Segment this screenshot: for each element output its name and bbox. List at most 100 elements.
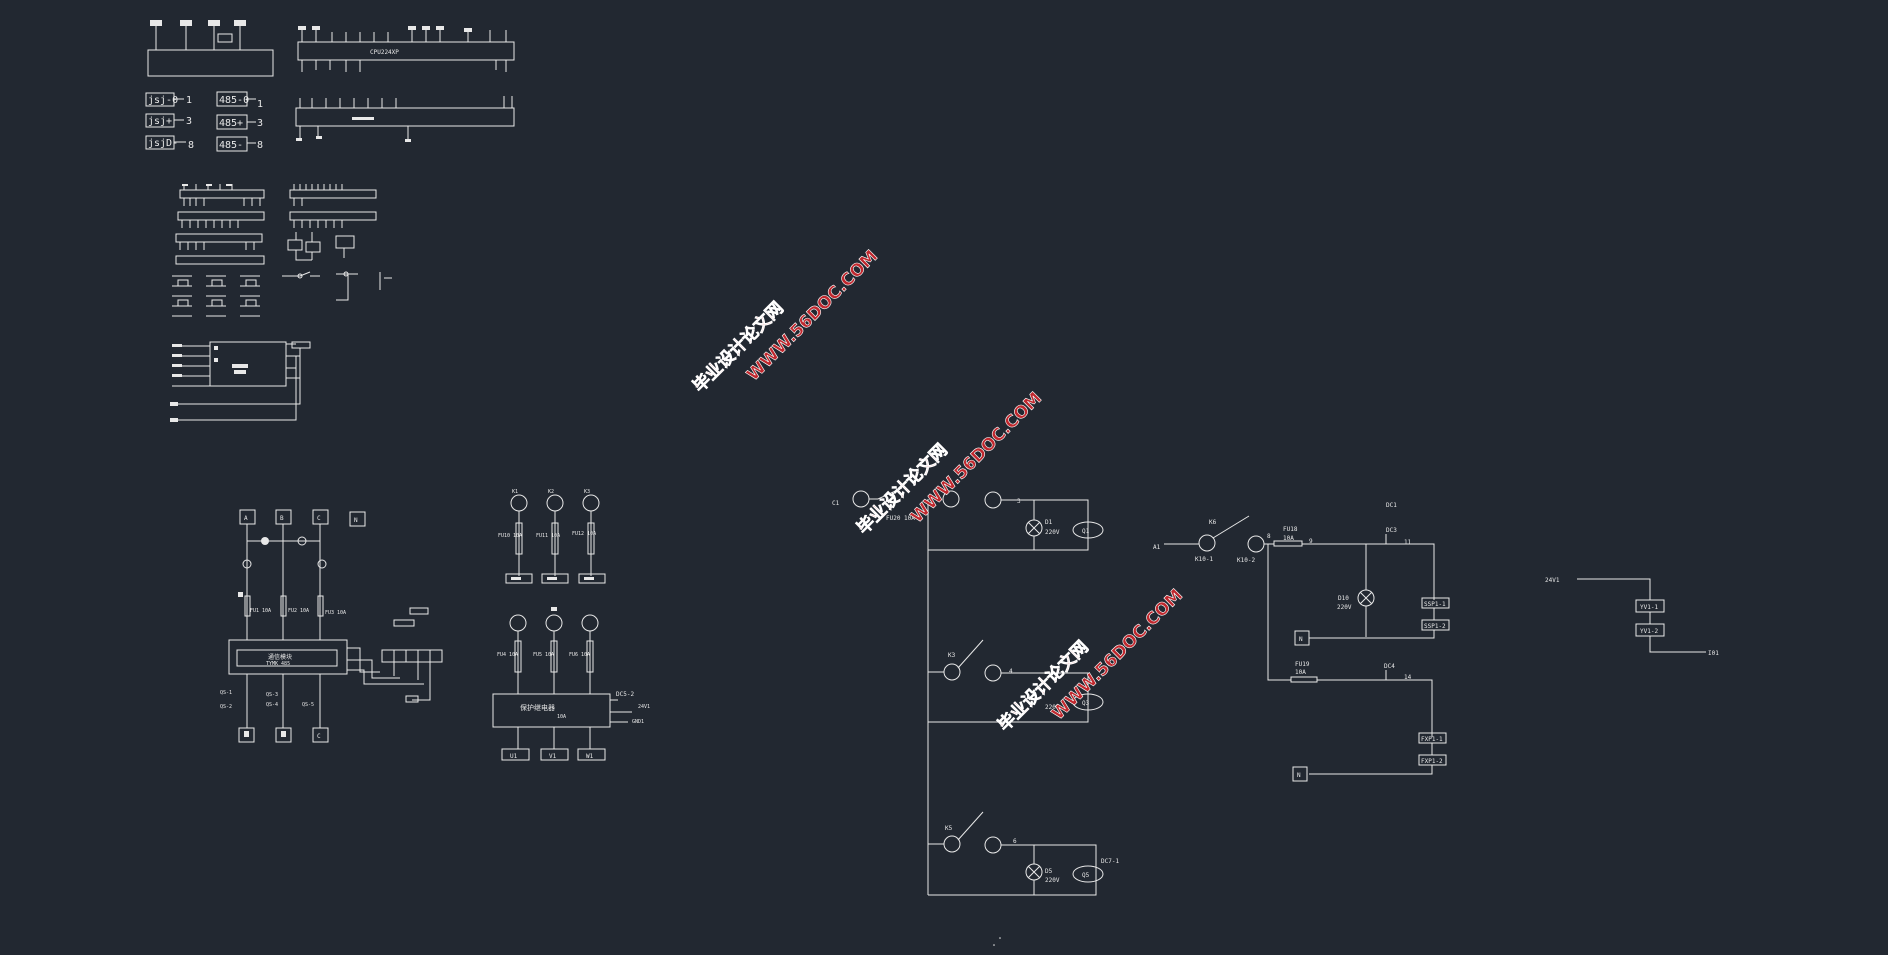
motor-module-24v: 24V1 (638, 704, 650, 710)
right-d10: D10 (1338, 595, 1349, 602)
right-n-box: N (1299, 636, 1303, 643)
fuse-fu2-label: FU2 10A (288, 608, 309, 614)
power-rail: C1 FU20 10A 3 D1 220V Q1 K3 4 Q3 220V K5… (832, 487, 1119, 946)
terminal-485-0-label: 485-0 (219, 95, 249, 106)
right-d10-v: 220V (1337, 604, 1352, 611)
rail-row2-coil: Q3 (1082, 700, 1090, 707)
terminal-block-top-left (147, 20, 274, 77)
right-k10-1: K10-1 (1195, 556, 1213, 563)
right-fxp1: FXP1-1 (1421, 736, 1443, 743)
right-fu19: FU19 (1295, 661, 1310, 668)
terminal-jsjd-num: 8 (188, 140, 194, 151)
terminal-485-0-num: 1 (257, 99, 263, 110)
motor-module: 保护继电器 10A DC5-2 24V1 GND1 U1 V1 W1 (492, 691, 650, 761)
busbar-rows-left (175, 184, 265, 265)
terminal-485-minus-label: 485- (219, 140, 243, 151)
rail-c1-label: C1 (832, 500, 840, 507)
right-n8: 8 (1267, 533, 1271, 540)
watermark-2: 毕业设计论文网 WWW.56DOC.COM (852, 388, 1046, 539)
motor-module-note: DC5-2 (616, 691, 634, 698)
terminal-jsj-0-label: jsj-0 (148, 95, 178, 106)
terminal-jsj-plus-num: 3 (186, 116, 192, 127)
terminals-485: 485-0 1 485+ 3 485- 8 (216, 91, 263, 152)
terminal-485-minus-num: 8 (257, 140, 263, 151)
breaker-qs4: QS-4 (266, 702, 278, 708)
motor-module-label: 保护继电器 (520, 703, 555, 712)
phase-b-label: B (280, 515, 284, 522)
fuse-fu1-label: FU1 10A (250, 608, 271, 614)
busbar-rows-right (287, 184, 377, 261)
right-dc4: DC4 (1384, 663, 1395, 670)
comm-module: 通信模块 TYMK 485 QS-1 QS-2 QS-3 QS-4 QS-5 C (220, 639, 424, 743)
terminal-jsj-0-num: 1 (186, 95, 192, 106)
rail-row1-volt: 220V (1045, 529, 1060, 536)
terminal-485-plus-label: 485+ (219, 118, 243, 129)
right-k10-2: K10-2 (1237, 557, 1255, 564)
three-phase-input: A B C N FU1 10A FU2 10A FU3 10A (238, 509, 366, 640)
rail-row2-switch: K3 (948, 652, 956, 659)
right-n9: 9 (1309, 538, 1313, 545)
fuse-fu3-label: FU3 10A (325, 610, 346, 616)
mid-top-k3: K3 (584, 489, 590, 495)
fuse-fu11: FU11 10A (536, 533, 560, 539)
rail-row3-coil: Q5 (1082, 872, 1090, 879)
motor-output-v1: V1 (549, 753, 557, 760)
right-dc1: DC1 (1386, 502, 1397, 509)
fuse-fu12: FU12 10A (572, 531, 596, 537)
plc-model: CPU224XP (370, 49, 399, 56)
terminal-485-plus-num: 3 (257, 118, 263, 129)
terminal-jsjd-label: jsjD- (148, 138, 178, 149)
rail-row3-node: 6 (1013, 838, 1017, 845)
right-n-box2: N (1297, 772, 1301, 779)
mid-top-k2: K2 (548, 489, 554, 495)
breaker-qs2: QS-2 (220, 704, 232, 710)
fuse-fu6: FU6 10A (569, 652, 590, 658)
right-ssp2: SSP1-2 (1424, 623, 1446, 630)
far-right-t2: YV1-2 (1640, 628, 1658, 635)
fuse-fu4: FU4 10A (497, 652, 518, 658)
right-a1: A1 (1153, 544, 1161, 551)
rail-row1-node: 3 (1017, 498, 1021, 505)
comm-module-label: 通信模块 (268, 653, 292, 661)
terminal-jsj-plus-label: jsj+ (148, 116, 172, 127)
comm-module-sub: TYMK 485 (266, 661, 290, 667)
phase-n-label: N (354, 517, 358, 524)
right-fxp2: FXP1-2 (1421, 758, 1443, 765)
far-right-out: I01 (1708, 650, 1719, 657)
rail-row1-lamp: D1 (1045, 519, 1053, 526)
motor-module-gnd: GND1 (632, 719, 644, 725)
right-control-circuit: A1 K6 K10-1 K10-2 8 FU18 10A 9 DC1 DC3 1… (1153, 502, 1450, 782)
plc-block: CPU224XP (297, 26, 515, 72)
breaker-qs3: QS-3 (266, 692, 278, 698)
relay-cluster (172, 271, 392, 317)
fuse-fu5: FU5 10A (533, 652, 554, 658)
rail-row1-coil: Q1 (1082, 528, 1090, 535)
fuse-group-bottom: FU4 10A FU5 10A FU6 10A (497, 607, 599, 694)
rail-row3-switch: K5 (945, 825, 953, 832)
rail-row2-node: 4 (1009, 668, 1013, 675)
watermark-1: 毕业设计论文网 WWW.56DOC.COM (688, 246, 882, 397)
right-ssp1: SSP1-1 (1424, 601, 1446, 608)
right-k6: K6 (1209, 519, 1217, 526)
fuse-group-top: K1 K2 K3 FU10 10A FU11 10A FU12 10A (498, 489, 606, 584)
breaker-qs5: QS-5 (302, 702, 314, 708)
phase-c-label: C (317, 515, 321, 522)
breaker-qs1: QS-1 (220, 690, 232, 696)
right-fu19-a: 10A (1295, 669, 1306, 676)
watermark-3: 毕业设计论文网 WWW.56DOC.COM (993, 585, 1187, 736)
right-fu18: FU18 (1283, 526, 1298, 533)
far-right-t1: YV1-1 (1640, 604, 1658, 611)
mid-top-k1: K1 (512, 489, 518, 495)
far-right-in: 24V1 (1545, 577, 1560, 584)
right-dc3: DC3 (1386, 527, 1397, 534)
controller-block (170, 341, 311, 422)
rail-row3-lamp: D5 (1045, 868, 1053, 875)
right-fu18-a: 10A (1283, 535, 1294, 542)
right-n11: 11 (1404, 539, 1412, 546)
motor-module-sub: 10A (557, 714, 566, 720)
left-output-label: C (317, 733, 321, 740)
comm-terminal-strip (381, 607, 443, 703)
far-right-circuit: 24V1 YV1-1 YV1-2 I01 (1545, 577, 1719, 657)
plc-expansion-block (295, 96, 515, 142)
